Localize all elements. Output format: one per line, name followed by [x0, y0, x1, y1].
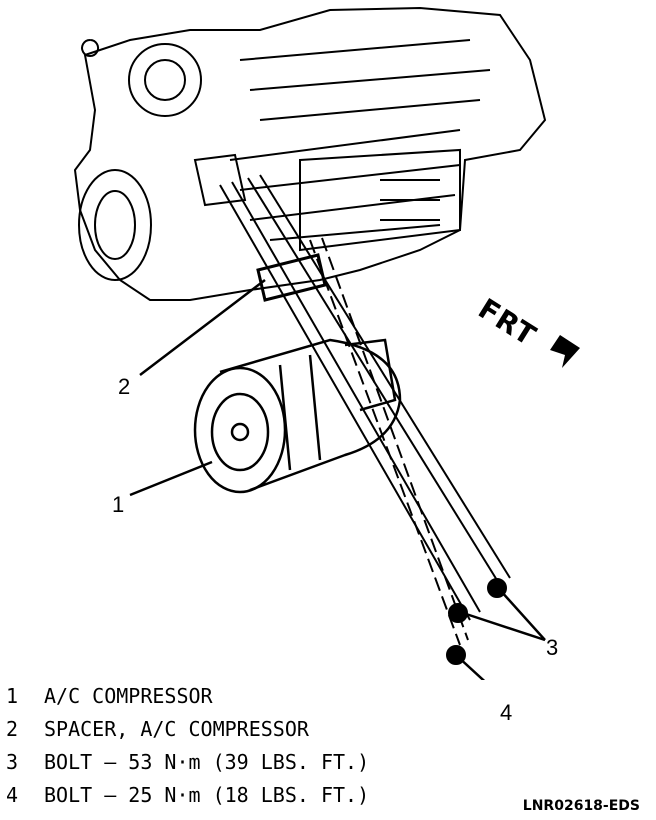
legend-item-1: 1 A/C COMPRESSOR — [6, 680, 369, 713]
legend-item-3: 3 BOLT – 53 N·m (39 LBS. FT.) — [6, 746, 369, 779]
callout-4: 4 — [500, 700, 513, 725]
legend-number: 4 — [6, 783, 19, 807]
figure-code: LNR02618-EDS — [522, 798, 640, 814]
front-arrow — [550, 335, 580, 368]
legend-text: BOLT – 25 N·m (18 LBS. FT.) — [44, 783, 370, 807]
legend: 1 A/C COMPRESSOR 2 SPACER, A/C COMPRESSO… — [6, 680, 369, 812]
legend-number: 3 — [6, 750, 19, 774]
leader-lines — [129, 279, 546, 680]
legend-item-4: 4 BOLT – 25 N·m (18 LBS. FT.) — [6, 779, 369, 812]
legend-text: SPACER, A/C COMPRESSOR — [44, 717, 309, 741]
engine-block-drawing — [73, 6, 547, 302]
callout-3: 3 — [546, 635, 559, 660]
callout-1: 1 — [112, 492, 125, 517]
legend-number: 2 — [6, 717, 19, 741]
legend-item-2: 2 SPACER, A/C COMPRESSOR — [6, 713, 369, 746]
callout-2: 2 — [118, 374, 131, 399]
legend-text: A/C COMPRESSOR — [44, 684, 213, 708]
compressor-drawing — [193, 338, 402, 494]
legend-text: BOLT – 53 N·m (39 LBS. FT.) — [44, 750, 370, 774]
exploded-view-diagram — [73, 6, 580, 680]
bolt-drawing — [219, 174, 511, 665]
legend-number: 1 — [6, 684, 19, 708]
